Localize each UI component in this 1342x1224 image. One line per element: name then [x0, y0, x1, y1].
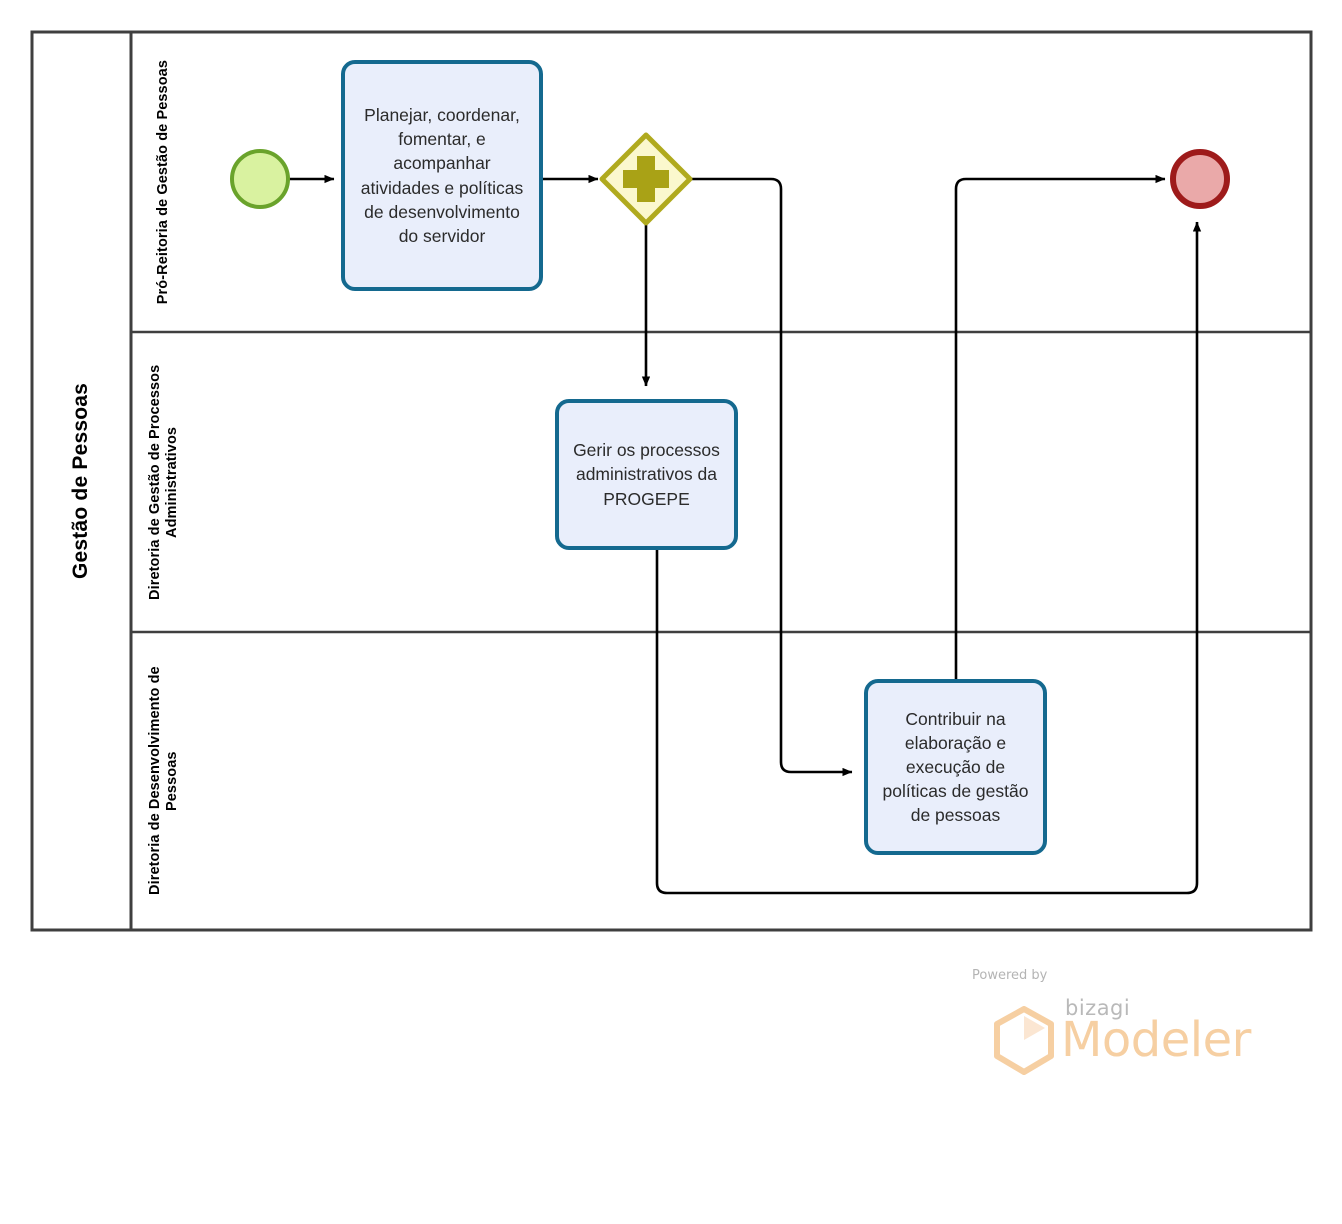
flow-gateway-to-task3 — [690, 177, 853, 777]
sequence-flows — [289, 174, 1202, 895]
lane-label-pro-reitoria: Pró-Reitoria de Gestão de Pessoas — [155, 59, 172, 305]
flow-task2-to-end — [655, 221, 1202, 895]
flow-task3-to-end — [954, 174, 1166, 679]
sidebar-item-lane-pro-reitoria: Pró-Reitoria de Gestão de Pessoas — [131, 32, 197, 332]
pool-title: Gestão de Pessoas — [32, 32, 131, 930]
lane-label-diretoria-processos: Diretoria de Gestão de Processos Adminis… — [146, 364, 180, 600]
task2-label: Gerir os processos administrativos da PR… — [573, 440, 720, 509]
task-contribuir-politicas[interactable]: Contribuir na elaboração e execução de p… — [864, 679, 1047, 855]
sidebar-item-lane-diretoria-processos: Diretoria de Gestão de Processos Adminis… — [131, 332, 197, 632]
end-event-circle[interactable] — [1170, 149, 1230, 209]
pool-title-label: Gestão de Pessoas — [69, 383, 93, 579]
lane-label-diretoria-desenvolvimento: Diretoria de Desenvolvimento de Pessoas — [146, 666, 180, 896]
parallel-gateway[interactable] — [599, 132, 693, 226]
end-event[interactable] — [1170, 149, 1230, 209]
task-planejar-coordenar[interactable]: Planejar, coordenar, fomentar, e acompan… — [341, 60, 543, 291]
task-gerir-processos[interactable]: Gerir os processos administrativos da PR… — [555, 399, 738, 550]
plus-icon — [623, 156, 669, 202]
start-event-circle[interactable] — [230, 149, 290, 209]
start-event[interactable] — [230, 149, 290, 209]
task1-label: Planejar, coordenar, fomentar, e acompan… — [360, 105, 524, 246]
sidebar-item-lane-diretoria-desenvolvimento: Diretoria de Desenvolvimento de Pessoas — [131, 632, 197, 930]
task3-label: Contribuir na elaboração e execução de p… — [882, 708, 1029, 826]
